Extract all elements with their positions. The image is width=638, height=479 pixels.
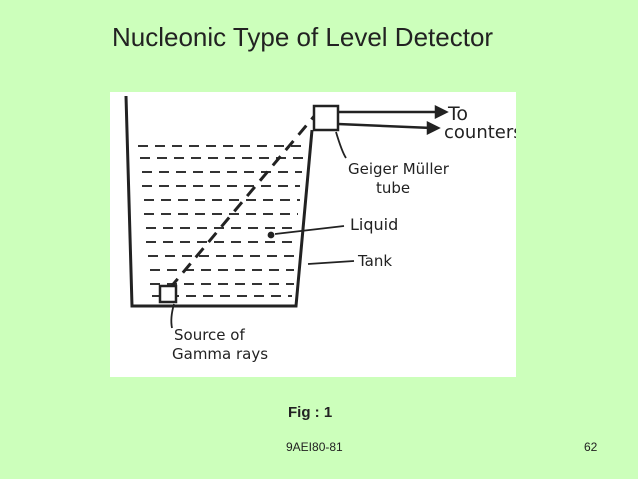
label-geiger-line1: Geiger Müller	[348, 160, 450, 178]
label-tank: Tank	[357, 252, 392, 270]
label-geiger-line2: tube	[376, 179, 410, 197]
figure-caption: Fig : 1	[288, 404, 333, 421]
geiger-muller-tube	[312, 104, 340, 132]
footer-page-number: 62	[584, 440, 598, 454]
label-liquid: Liquid	[350, 215, 398, 234]
counter-wires	[337, 104, 449, 136]
tank	[124, 95, 314, 308]
tank-outline	[124, 95, 314, 308]
leader-lines	[170, 131, 355, 329]
gamma-ray-path	[168, 113, 318, 289]
label-source-line1: Source of	[174, 326, 245, 344]
slide-title: Nucleonic Type of Level Detector	[112, 22, 494, 52]
label-source-line2: Gamma rays	[172, 345, 268, 363]
liquid	[138, 145, 306, 297]
label-counters: counters	[444, 122, 516, 143]
label-to: To	[447, 103, 468, 125]
diagram-svg: To counters Geiger Müller tube Liquid Ta…	[124, 95, 516, 363]
footer-course-code: 9AEI80-81	[286, 440, 343, 454]
gamma-source	[158, 284, 178, 304]
level-detector-diagram: To counters Geiger Müller tube Liquid Ta…	[110, 92, 516, 377]
